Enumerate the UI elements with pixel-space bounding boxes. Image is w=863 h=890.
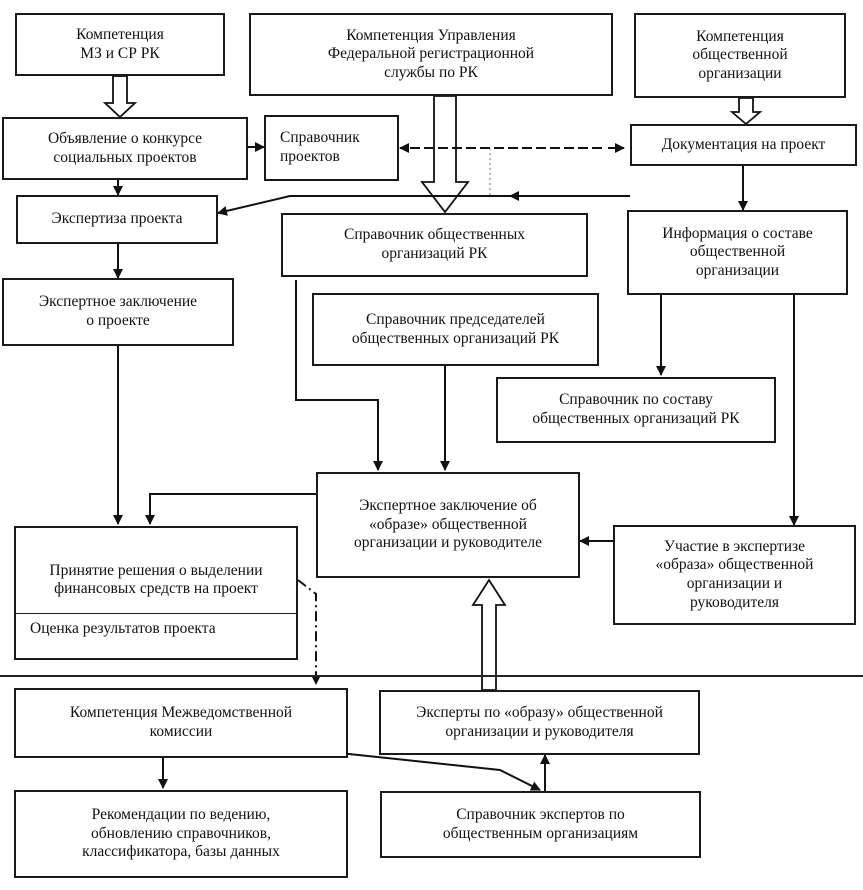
box-dokumentaciya: Документация на проект bbox=[630, 124, 857, 166]
box-ocenka: Оценка результатов проекта bbox=[16, 614, 296, 639]
hollow-arrow-obsh bbox=[729, 97, 763, 126]
box-info-sostav-label: Информация о составе общественной органи… bbox=[662, 224, 813, 279]
box-reshenie-top: Принятие решения о выделении финансовых … bbox=[16, 547, 296, 615]
box-spr-proektov: Справочник проектов bbox=[264, 115, 399, 181]
box-eksperty-label: Эксперты по «образу» общественной органи… bbox=[416, 703, 663, 740]
box-spr-sostav-label: Справочник по составу общественных орган… bbox=[532, 391, 740, 427]
box-uchastie-label: Участие в экспертизе «образа» общественн… bbox=[655, 537, 814, 611]
box-ekspert-zakl: Экспертное заключение о проекте bbox=[2, 278, 234, 346]
box-mvk: Компетенция Межведомственной комиссии bbox=[14, 688, 348, 758]
box-mz-competence-label: Компетенция МЗ и СР РК bbox=[76, 25, 164, 62]
box-ekspertiza-label: Экспертиза проекта bbox=[51, 210, 183, 228]
box-spr-org-label: Справочник общественных организаций РК bbox=[344, 226, 525, 262]
box-spr-proektov-label: Справочник проектов bbox=[280, 129, 360, 165]
box-upr-competence-label: Компетенция Управления Федеральной регис… bbox=[327, 26, 535, 81]
box-zakl-obraz-label: Экспертное заключение об «образе» общест… bbox=[353, 497, 542, 552]
box-ocenka-label: Оценка результатов проекта bbox=[30, 620, 216, 638]
box-obsh-competence-label: Компетенция общественной организации bbox=[692, 27, 788, 82]
hollow-arrow-eksperty bbox=[471, 578, 507, 691]
box-konkurs-label: Объявление о конкурсе социальных проекто… bbox=[47, 129, 203, 166]
box-dokumentaciya-label: Документация на проект bbox=[661, 135, 826, 153]
box-eksperty: Эксперты по «образу» общественной органи… bbox=[379, 690, 700, 755]
box-spr-org: Справочник общественных организаций РК bbox=[281, 213, 588, 277]
box-ekspertiza: Экспертиза проекта bbox=[16, 195, 218, 244]
hollow-arrow-mz bbox=[102, 75, 138, 119]
box-ekspert-zakl-label: Экспертное заключение о проекте bbox=[38, 293, 198, 329]
box-rekom-label: Рекомендации по ведению, обновлению спра… bbox=[82, 806, 280, 861]
arrow-dashdot-reshenie-mvk bbox=[297, 579, 321, 685]
arrow-sprorg-zakl bbox=[295, 280, 383, 471]
box-reshenie: Принятие решения о выделении финансовых … bbox=[14, 526, 298, 660]
box-zakl-obraz: Экспертное заключение об «образе» общест… bbox=[316, 472, 580, 578]
box-konkurs: Объявление о конкурсе социальных проекто… bbox=[2, 117, 248, 180]
box-rekom: Рекомендации по ведению, обновлению спра… bbox=[14, 790, 348, 878]
arrow-zakl-reshenie bbox=[145, 493, 316, 525]
box-spr-eksp: Справочник экспертов по общественным орг… bbox=[380, 791, 701, 858]
hollow-arrow-upr bbox=[420, 95, 470, 214]
box-upr-competence: Компетенция Управления Федеральной регис… bbox=[249, 13, 613, 96]
arrow-dokum-ekspertiza bbox=[217, 195, 630, 216]
box-spr-pred-label: Справочник председателей общественных ор… bbox=[351, 310, 560, 347]
box-spr-pred: Справочник председателей общественных ор… bbox=[312, 293, 599, 366]
box-spr-eksp-label: Справочник экспертов по общественным орг… bbox=[442, 805, 639, 842]
box-spr-sostav: Справочник по составу общественных орган… bbox=[496, 377, 776, 443]
box-obsh-competence: Компетенция общественной организации bbox=[634, 13, 846, 98]
box-reshenie-label: Принятие решения о выделении финансовых … bbox=[49, 561, 263, 598]
box-mz-competence: Компетенция МЗ и СР РК bbox=[15, 13, 225, 76]
arrow-mvk-spr-eksp bbox=[329, 751, 541, 791]
box-info-sostav: Информация о составе общественной органи… bbox=[627, 210, 848, 295]
box-mvk-label: Компетенция Межведомственной комиссии bbox=[69, 704, 293, 740]
box-uchastie: Участие в экспертизе «образа» общественн… bbox=[613, 525, 856, 625]
